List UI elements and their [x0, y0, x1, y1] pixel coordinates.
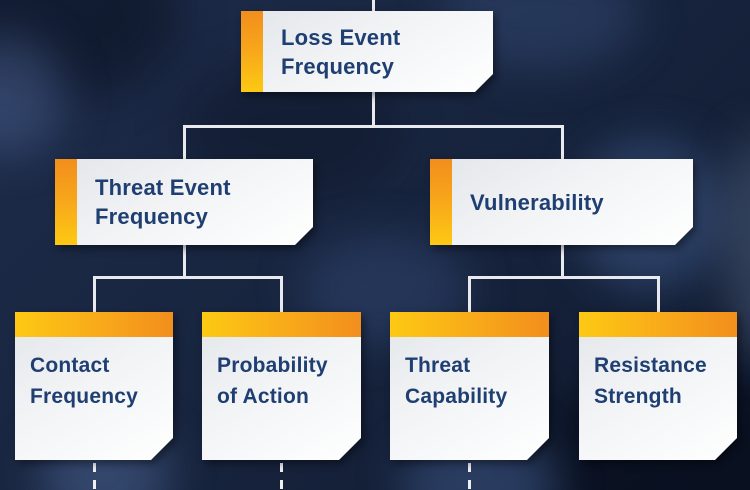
node-plate: Vulnerability: [430, 159, 693, 245]
node-vulnerability: Vulnerability: [430, 159, 693, 245]
accent-bar: [241, 11, 263, 92]
node-label-line: Probability: [217, 354, 328, 377]
connector-to-probability-of-action: [280, 276, 283, 314]
connector-to-resistance-strength: [657, 276, 660, 314]
node-label-line: Resistance: [594, 354, 707, 377]
node-loss-event-frequency: Loss Event Frequency: [241, 11, 493, 92]
connector-tef-down: [183, 244, 186, 278]
node-label-line: Frequency: [30, 385, 138, 408]
node-label-line: Frequency: [281, 53, 395, 79]
node-label-line: Capability: [405, 385, 508, 408]
node-plate: Resistance Strength: [579, 312, 737, 460]
node-label-line: Strength: [594, 385, 682, 408]
node-plate: Contact Frequency: [15, 312, 173, 460]
node-probability-of-action: Probability of Action: [202, 312, 361, 460]
node-label-line: Contact: [30, 354, 110, 377]
node-label-line: of Action: [217, 385, 310, 408]
connector-to-tef: [183, 125, 186, 162]
node-label-line: Vulnerability: [470, 189, 604, 215]
node-contact-frequency: Contact Frequency: [15, 312, 173, 460]
connector-root-down: [372, 91, 375, 128]
connector-dashed-threat-capability: [468, 463, 471, 490]
connector-to-contact-frequency: [93, 276, 96, 314]
node-threat-capability: Threat Capability: [390, 312, 549, 460]
connector-to-threat-capability: [468, 276, 471, 314]
connector-level1-rail: [183, 125, 564, 128]
node-label-line: Loss Event: [281, 24, 401, 50]
node-label-line: Threat: [405, 354, 471, 377]
accent-bar: [15, 312, 173, 337]
node-label-line: Frequency: [95, 204, 209, 229]
connector-root-top: [372, 0, 375, 12]
connector-vulnerability-down: [561, 244, 564, 278]
connector-to-vulnerability: [561, 125, 564, 162]
node-plate: Threat Capability: [390, 312, 549, 460]
accent-bar: [579, 312, 737, 337]
accent-bar: [202, 312, 361, 337]
connector-right-rail: [468, 276, 660, 279]
connector-dashed-contact-frequency: [93, 463, 96, 490]
connector-dashed-probability-of-action: [280, 463, 283, 490]
connector-left-rail: [93, 276, 283, 279]
node-label-line: Threat Event: [95, 175, 231, 200]
node-plate: Probability of Action: [202, 312, 361, 460]
node-threat-event-frequency: Threat Event Frequency: [55, 159, 313, 245]
accent-bar: [430, 159, 452, 245]
node-resistance-strength: Resistance Strength: [579, 312, 737, 460]
node-plate: Threat Event Frequency: [55, 159, 313, 245]
node-plate: Loss Event Frequency: [241, 11, 493, 92]
accent-bar: [55, 159, 77, 245]
accent-bar: [390, 312, 549, 337]
